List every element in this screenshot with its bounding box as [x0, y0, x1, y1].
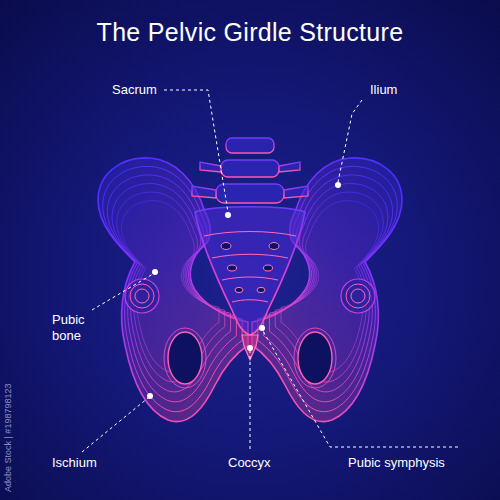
- vertebrae: [192, 138, 308, 203]
- part-label: Sacrum: [112, 82, 157, 98]
- diagram-title: The Pelvic Girdle Structure: [0, 18, 500, 47]
- part-label: Pubic bone: [52, 312, 102, 344]
- sacrum-shape: [195, 207, 305, 335]
- part-label: Ilium: [370, 82, 397, 98]
- part-label: Coccyx: [228, 455, 271, 471]
- part-label: Pubic symphysis: [348, 455, 445, 471]
- leader-lines: [82, 90, 458, 452]
- part-label: Ischium: [52, 455, 97, 471]
- watermark: Adobe Stock | #198798123: [3, 384, 13, 492]
- leader-dots: [147, 182, 341, 399]
